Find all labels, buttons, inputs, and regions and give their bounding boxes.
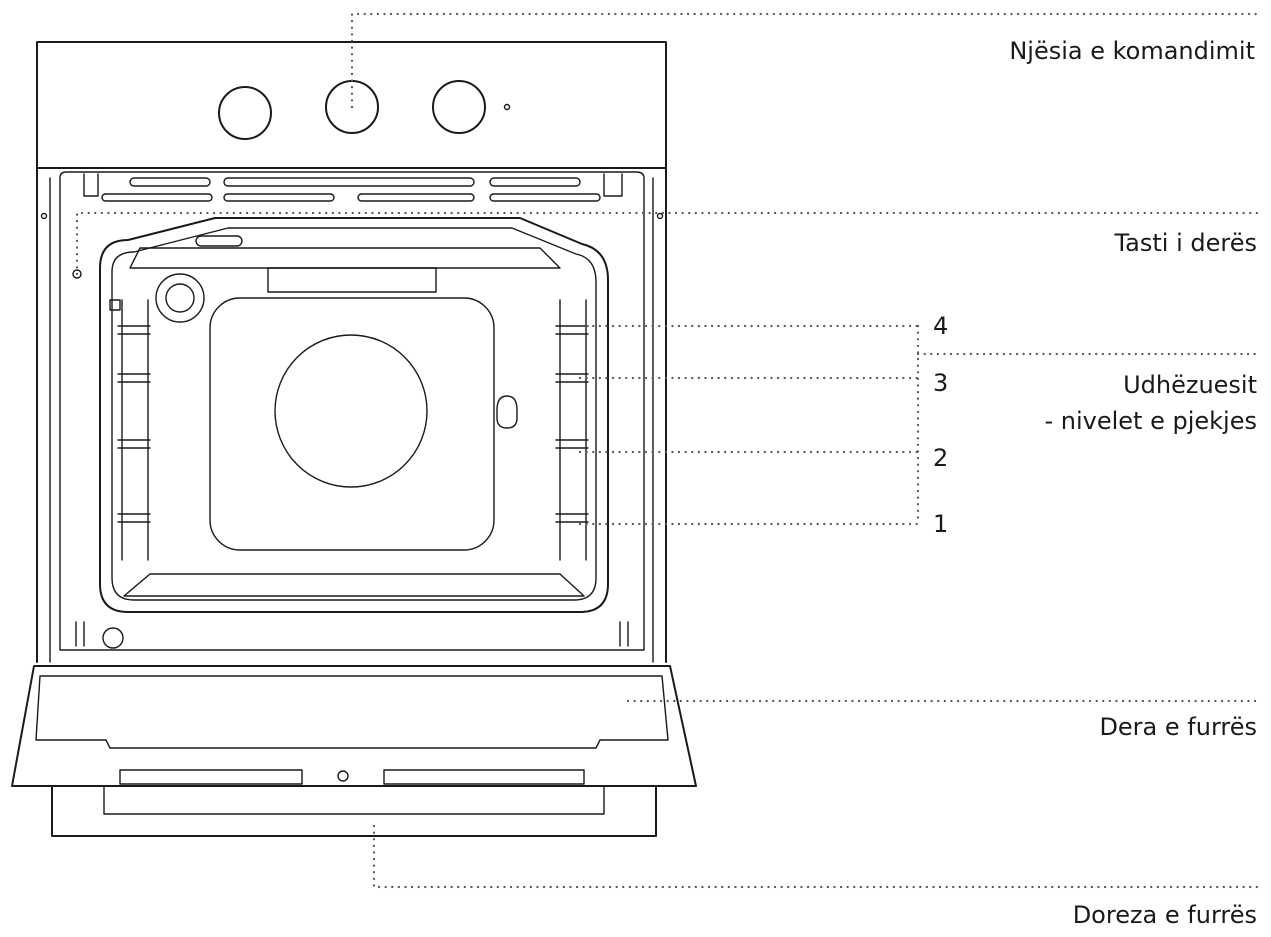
left-rails — [117, 299, 151, 561]
right-rails — [555, 299, 589, 561]
level-2-label: 2 — [933, 444, 949, 472]
level-1-label: 1 — [933, 510, 949, 538]
label-guides-subtitle: - nivelet e pjekjes — [1044, 407, 1257, 435]
label-control-unit: Njësia e komandimit — [1009, 37, 1255, 65]
control-knob-right — [432, 80, 486, 134]
leader-lines — [75, 12, 1262, 889]
oven-body — [36, 167, 667, 663]
control-knob-left — [218, 86, 272, 140]
label-oven-door: Dera e furrës — [1099, 713, 1257, 741]
indicator-light — [503, 103, 511, 111]
level-3-label: 3 — [933, 369, 949, 397]
fan-cover — [274, 334, 428, 488]
oven-door — [11, 665, 697, 787]
oven-handle — [51, 785, 657, 837]
level-4-label: 4 — [933, 312, 949, 340]
label-guides: Udhëzuesit — [1123, 371, 1257, 399]
label-door-switch: Tasti i derës — [1114, 229, 1257, 257]
control-panel — [36, 41, 667, 169]
label-oven-handle: Doreza e furrës — [1072, 901, 1257, 929]
